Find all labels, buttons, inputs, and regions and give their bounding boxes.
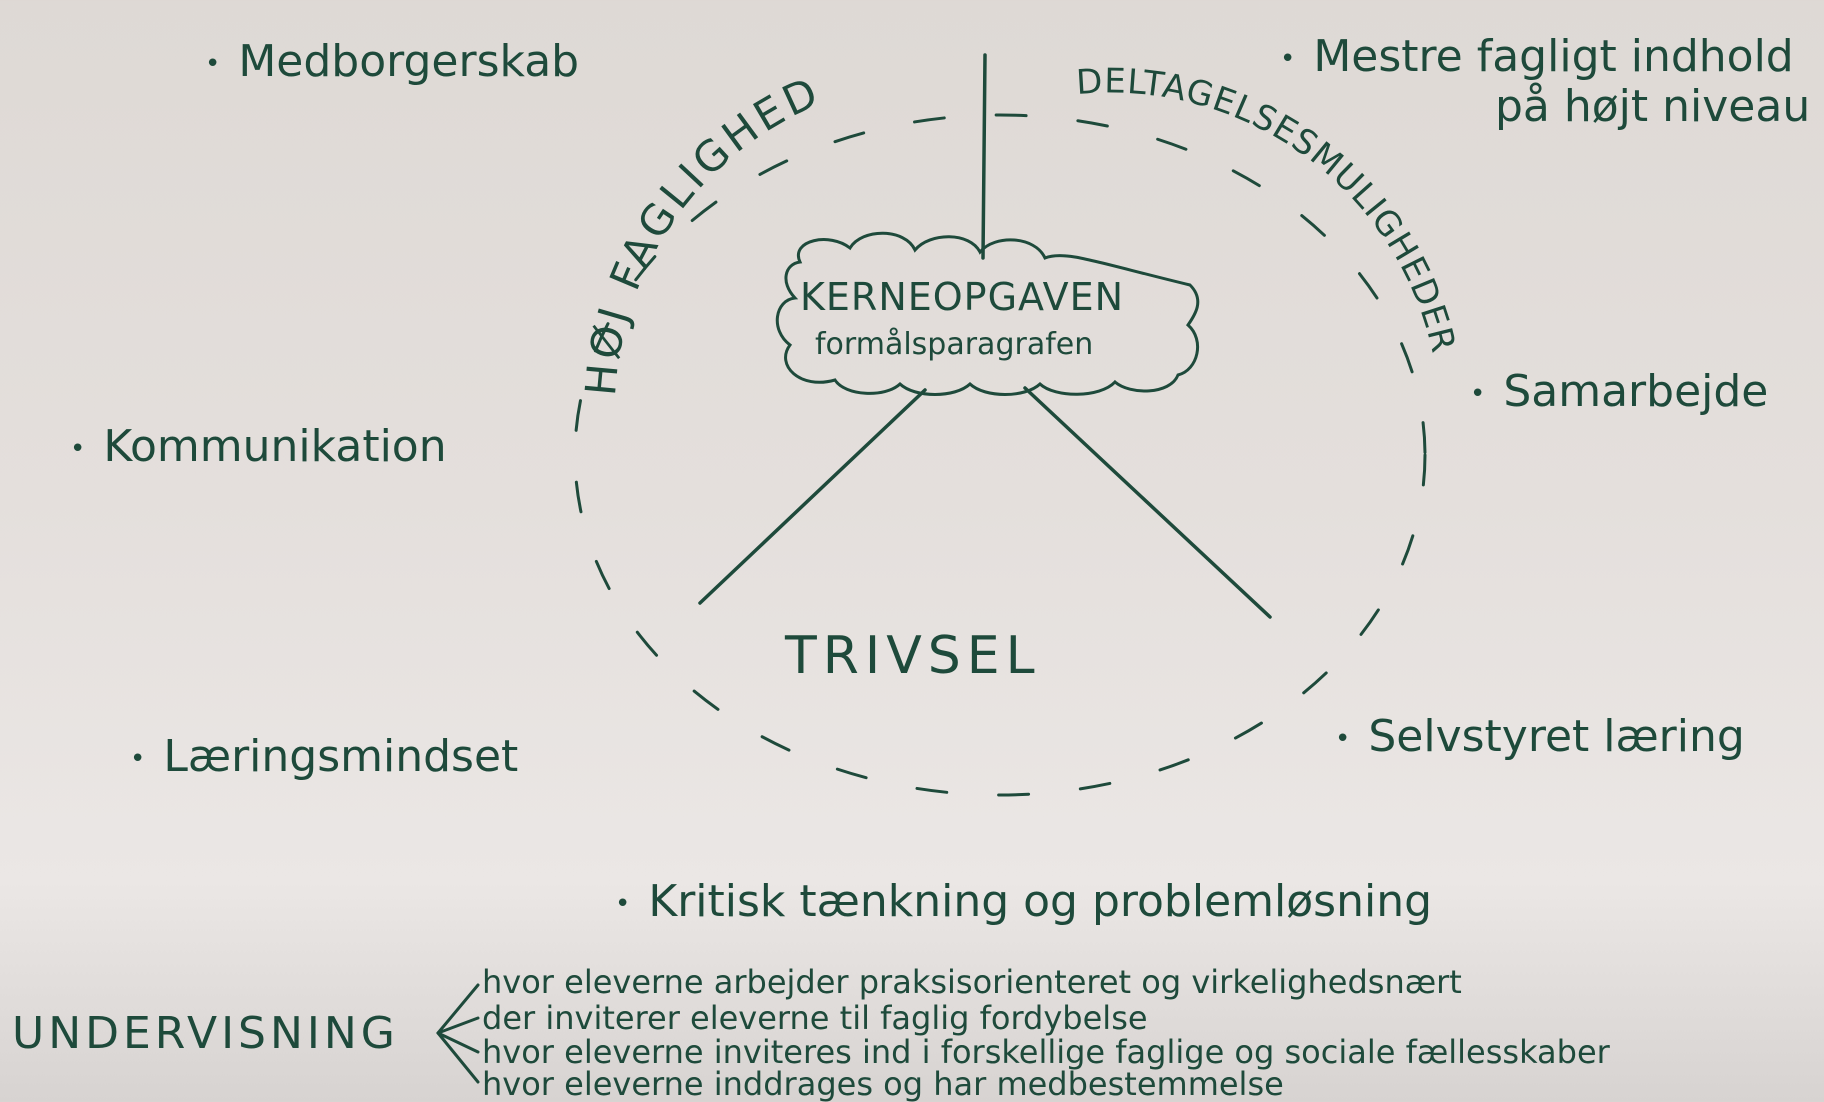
bullet-selvstyret-laering: Selvstyret læring	[1335, 715, 1744, 759]
arc-label-deltagelsesmuligheder: DELTAGELSESMULIGHEDER	[1075, 61, 1463, 357]
undervisning-line-3: hvor eleverne inviteres ind i forskellig…	[482, 1033, 1610, 1071]
bullet-laeringsmindset: Læringsmindset	[130, 735, 518, 779]
dashed-circle	[573, 113, 1427, 797]
undervisning-line-4: hvor eleverne inddrages og har medbestem…	[482, 1065, 1284, 1102]
undervisning-line-1: hvor eleverne arbejder praksisorienteret…	[482, 963, 1462, 1001]
undervisning-bracket	[436, 983, 480, 1084]
arc-label-hoej-faglighed: HØJ FAGLIGHED	[576, 66, 829, 397]
center-subtitle: formålsparagrafen	[815, 327, 1094, 362]
bullet-mestre-line1: Mestre fagligt indhold	[1280, 35, 1793, 79]
divider-top	[981, 53, 987, 260]
bullet-kommunikation: Kommunikation	[70, 425, 446, 469]
center-cloud	[775, 231, 1200, 396]
bullet-medborgerskab: Medborgerskab	[205, 40, 579, 84]
bullet-samarbejde: Samarbejde	[1470, 370, 1768, 414]
undervisning-line-2: der inviterer eleverne til faglig fordyb…	[482, 999, 1148, 1037]
divider-right	[1023, 386, 1272, 619]
undervisning-label: UNDERVISNING	[12, 1008, 399, 1059]
sector-label-trivsel: TRIVSEL	[785, 626, 1041, 686]
bullet-kritisk-taenkning: Kritisk tænkning og problemløsning	[615, 880, 1432, 924]
divider-left	[698, 388, 927, 605]
center-title: KERNEOPGAVEN	[800, 275, 1125, 319]
bullet-mestre-line2: på højt niveau	[1495, 81, 1811, 132]
